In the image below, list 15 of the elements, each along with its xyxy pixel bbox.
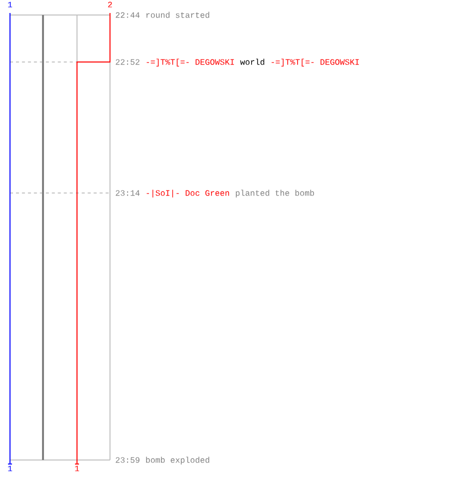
player-name: -|SoI|- Doc Green	[146, 190, 230, 198]
count-label: 1	[8, 2, 12, 8]
count-label: 1	[8, 466, 12, 472]
event-text: planted the bomb	[236, 190, 314, 198]
event-time: 22:44	[116, 12, 140, 18]
event-text: world	[240, 58, 264, 65]
event-time: 22:52	[116, 59, 140, 65]
event-text: bomb exploded	[146, 456, 210, 464]
event-time: 23:59	[116, 457, 140, 463]
count-label: 1	[75, 466, 80, 472]
player-name: -=]T%T[=- DEGOWSKI	[272, 58, 359, 66]
count-label: 2	[108, 2, 112, 8]
player-name: -=]T%T[=- DEGOWSKI	[146, 58, 234, 66]
event-time: 23:14	[116, 190, 140, 196]
event-text: round started	[146, 12, 210, 18]
